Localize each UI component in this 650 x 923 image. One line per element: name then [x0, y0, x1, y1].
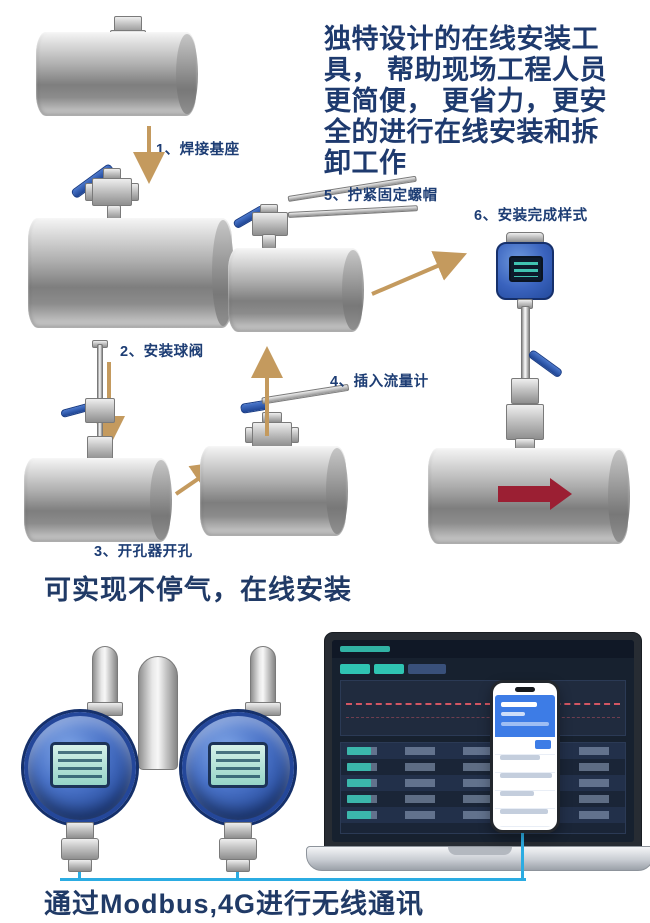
table-row — [347, 747, 619, 755]
phone-app-body — [495, 737, 555, 827]
dashboard-button-3 — [408, 664, 446, 674]
step-label-3: 3、开孔器开孔 — [94, 544, 193, 560]
detector2-antenna-base — [245, 702, 281, 716]
tool-prong-bottom — [287, 205, 418, 218]
table-row — [347, 763, 619, 771]
phone-list-row — [500, 809, 548, 814]
tool-stem — [262, 234, 276, 249]
antenna-module-cylinder — [138, 656, 178, 770]
arrow-step5-upright-icon — [371, 251, 468, 296]
chart-red-dashed-line — [346, 703, 620, 705]
valve-body-step2 — [92, 178, 132, 206]
laptop-notch — [448, 847, 512, 855]
detector1-antenna-base — [87, 702, 123, 716]
detector1-fitting-lower — [68, 859, 92, 872]
pipe-step3 — [24, 458, 172, 542]
modbus-line-phone — [521, 831, 524, 880]
phone-list-row — [500, 755, 540, 760]
dashboard-table — [340, 742, 626, 834]
detector2-lcd — [208, 742, 268, 788]
dashboard-button-2 — [374, 664, 404, 674]
drill-base-fitting — [87, 436, 113, 460]
dashboard-trend-chart — [340, 680, 626, 736]
phone-header-title-bar — [501, 702, 537, 707]
intro-text: 独特设计的在线安装工 具， 帮助现场工程人员 更简便， 更省力，更安 全的进行在… — [324, 24, 608, 178]
detector1-lcd — [50, 742, 110, 788]
smartphone — [490, 680, 560, 833]
phone-header-sub-bar — [501, 712, 525, 716]
dashboard-button-1 — [340, 664, 370, 674]
step-label-5: 5、拧紧固定螺帽 — [324, 188, 438, 204]
phone-header-sub-bar-2 — [501, 722, 549, 726]
meter-valve-handle — [527, 348, 564, 379]
dashboard-topbar — [332, 640, 634, 658]
caption-online-install: 可实现不停气，在线安装 — [44, 575, 352, 605]
detector2-fitting-lower — [226, 859, 250, 872]
detector2-fitting-hex — [219, 838, 257, 860]
meter-mount-fitting — [506, 404, 544, 440]
detector1-housing — [24, 712, 136, 824]
gas-detector-2 — [182, 646, 332, 872]
table-row — [347, 795, 619, 803]
chart-red-dashed-line-2 — [346, 717, 620, 718]
modbus-bus-line — [60, 878, 526, 881]
step-label-4: 4、插入流量计 — [330, 374, 429, 390]
pipe-step1 — [36, 32, 198, 116]
laptop-screen — [324, 632, 642, 848]
pipe-step2 — [28, 218, 234, 328]
step-label-6: 6、安装完成样式 — [474, 208, 588, 224]
valve-flange-right-step4 — [291, 427, 299, 443]
laptop-dashboard — [332, 640, 634, 842]
flow-meter-transmitter — [496, 242, 554, 300]
detector1-antenna — [92, 646, 118, 708]
detector2-fitting-upper — [224, 822, 252, 839]
meter-hex-nut — [511, 378, 539, 404]
pipe-step4 — [200, 446, 348, 536]
detector1-fitting-upper — [66, 822, 94, 839]
pipe-step5 — [228, 248, 364, 332]
arrow-step1-down-icon — [133, 126, 165, 184]
gas-detector-1 — [24, 646, 174, 872]
meter-display — [509, 256, 543, 282]
detector1-fitting-hex — [61, 838, 99, 860]
phone-app-header — [495, 695, 555, 737]
table-row — [347, 779, 619, 787]
phone-list-row — [500, 791, 534, 796]
detector2-lcd-readout — [216, 751, 260, 780]
step-label-1: 1、焊接基座 — [156, 142, 240, 158]
dashboard-title-bar — [340, 646, 390, 652]
flow-direction-arrowhead-icon — [550, 478, 572, 510]
detector1-lcd-readout — [58, 751, 102, 780]
modbus-line-detector1 — [78, 868, 81, 880]
drill-valve-body — [85, 398, 115, 423]
modbus-line-detector2 — [236, 868, 239, 880]
caption-wireless-comm: 通过Modbus,4G进行无线通讯 — [44, 889, 424, 919]
table-row — [347, 811, 619, 819]
phone-list-row — [500, 773, 552, 778]
flow-direction-arrow — [498, 486, 550, 502]
arrow-step4-up-icon — [251, 346, 283, 436]
laptop-base — [306, 846, 650, 871]
phone-app-button — [535, 740, 551, 749]
phone-camera-island — [515, 687, 535, 692]
meter-display-readout — [514, 262, 538, 277]
tool-valve-body — [252, 212, 288, 236]
detector2-antenna — [250, 646, 276, 708]
step-label-2: 2、安装球阀 — [120, 344, 204, 360]
